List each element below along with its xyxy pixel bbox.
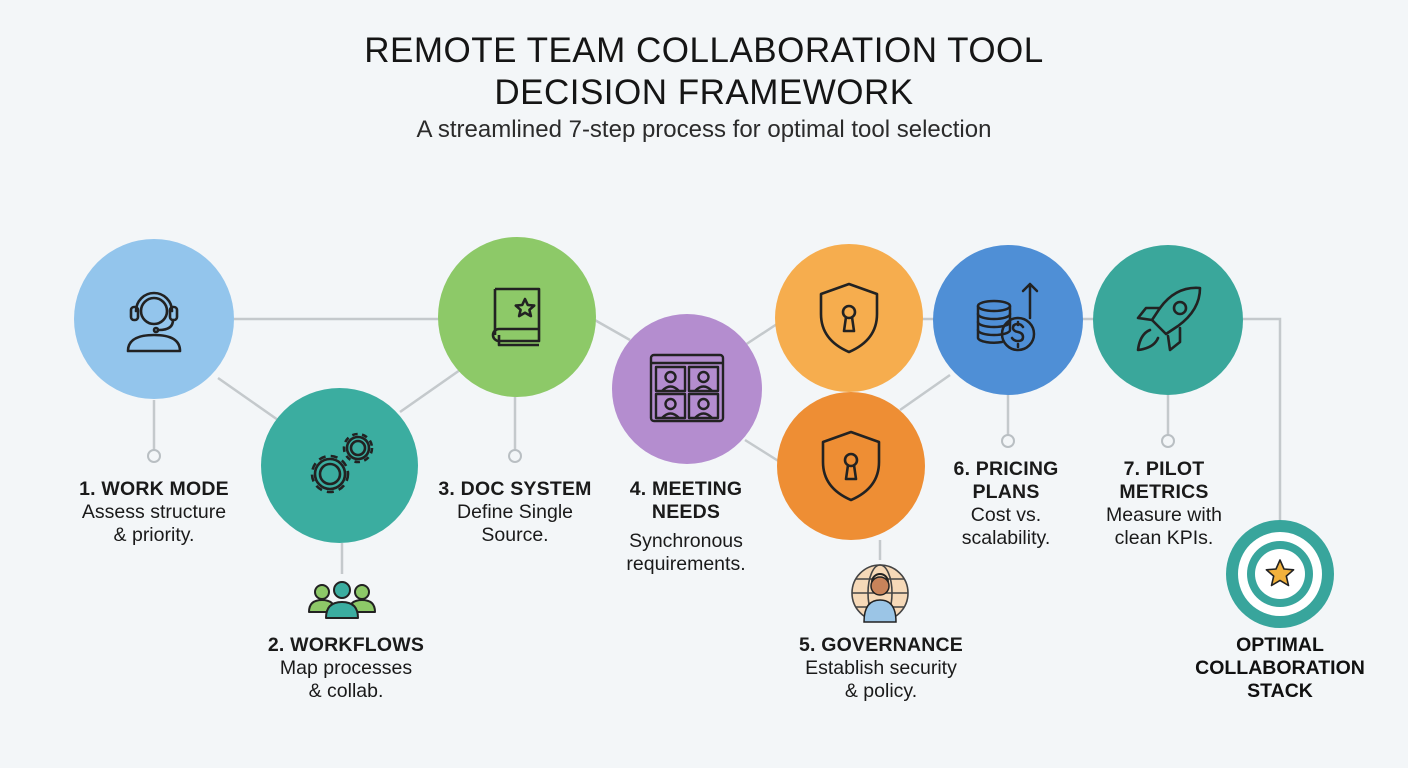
step-1-desc-line1: Assess structure	[81, 501, 227, 523]
step-3-node	[438, 237, 596, 397]
connector-7-result	[1243, 317, 1282, 520]
step-5-node-upper	[775, 244, 923, 392]
shield-lock-icon	[821, 430, 881, 502]
step-4-desc-line1: Synchronous	[629, 530, 743, 552]
step-5-label: 5. GOVERNANCE Establish security & polic…	[771, 634, 991, 703]
page-subtitle: A streamlined 7-step process for optimal…	[416, 116, 992, 143]
step-4-label: 4. MEETING NEEDS Synchronous requirement…	[576, 478, 796, 576]
step-5-desc-line1: Establish security	[805, 657, 957, 679]
step-2-title: 2. WORKFLOWS	[267, 634, 425, 656]
step-1-node	[74, 239, 234, 399]
step-7-label: 7. PILOT METRICS Measure with clean KPIs…	[1054, 458, 1274, 550]
step-7-node	[1093, 245, 1243, 395]
step-6-label: 6. PRICING PLANS Cost vs. scalability.	[896, 458, 1116, 550]
step-6-desc-line2: scalability.	[961, 527, 1051, 549]
step-6-title-line1: 6. PRICING	[953, 458, 1059, 480]
step-3-title: 3. DOC SYSTEM	[438, 478, 592, 500]
title-line-2: DECISION FRAMEWORK	[494, 73, 914, 112]
title-line-1: REMOTE TEAM COLLABORATION TOOL	[364, 31, 1044, 70]
page-title: REMOTE TEAM COLLABORATION TOOL DECISION …	[0, 30, 1408, 114]
step-1-title: 1. WORK MODE	[79, 478, 229, 500]
target-star-icon	[1226, 520, 1334, 628]
step-4-node	[612, 314, 762, 464]
headset-person-icon	[126, 291, 182, 353]
step-4-desc-line2: requirements.	[626, 553, 746, 575]
step-5-title: 5. GOVERNANCE	[798, 634, 964, 656]
step-4-title-line2: NEEDS	[651, 501, 721, 523]
connector-3-4	[592, 317, 631, 342]
connector-5b-6	[899, 373, 951, 412]
stem-dot-6	[1001, 434, 1015, 448]
stem-dot-3	[508, 449, 522, 463]
gears-icon	[310, 432, 373, 493]
result-line-3: STACK	[1247, 680, 1313, 702]
step-5-node-lower	[777, 392, 925, 540]
step-3-label: 3. DOC SYSTEM Define Single Source.	[405, 478, 625, 547]
step-7-desc-line1: Measure with	[1106, 504, 1222, 526]
step-4-title-line1: 4. MEETING	[629, 478, 743, 500]
step-2-desc-line2: & collab.	[308, 680, 384, 702]
shield-lock-icon	[819, 282, 879, 354]
step-3-desc-line2: Source.	[481, 524, 549, 546]
star-icon	[1265, 559, 1295, 587]
team-icon	[308, 581, 376, 619]
connector-4-5b	[744, 438, 781, 464]
step-2-node	[261, 388, 418, 543]
globe-support-icon	[851, 564, 909, 623]
step-3-desc-line1: Define Single	[457, 501, 573, 523]
book-star-icon	[491, 287, 541, 347]
video-grid-icon	[649, 353, 725, 423]
rocket-icon	[1136, 286, 1202, 352]
stem-dot-1	[147, 449, 161, 463]
step-6-desc-line1: Cost vs.	[970, 504, 1042, 526]
step-2-desc-line1: Map processes	[279, 657, 413, 679]
connector-1-2	[217, 376, 279, 422]
step-6-title-line2: PLANS	[972, 481, 1040, 503]
stem-dot-7	[1161, 434, 1175, 448]
step-7-title-line1: 7. PILOT	[1123, 458, 1205, 480]
step-7-title-line2: METRICS	[1119, 481, 1209, 503]
connector-2-3	[399, 368, 461, 414]
step-2-label: 2. WORKFLOWS Map processes & collab.	[236, 634, 456, 703]
step-1-desc-line2: & priority.	[113, 524, 195, 546]
result-line-1: OPTIMAL	[1236, 634, 1324, 656]
result-line-2: COLLABORATION	[1195, 657, 1365, 679]
step-5-desc-line2: & policy.	[844, 680, 918, 702]
step-6-node	[933, 245, 1083, 395]
step-1-label: 1. WORK MODE Assess structure & priority…	[44, 478, 264, 547]
step-7-desc-line2: clean KPIs.	[1114, 527, 1214, 549]
result-label: OPTIMAL COLLABORATION STACK	[1170, 634, 1390, 703]
coins-dollar-icon	[976, 282, 1039, 352]
connector-4-5a	[744, 320, 781, 347]
